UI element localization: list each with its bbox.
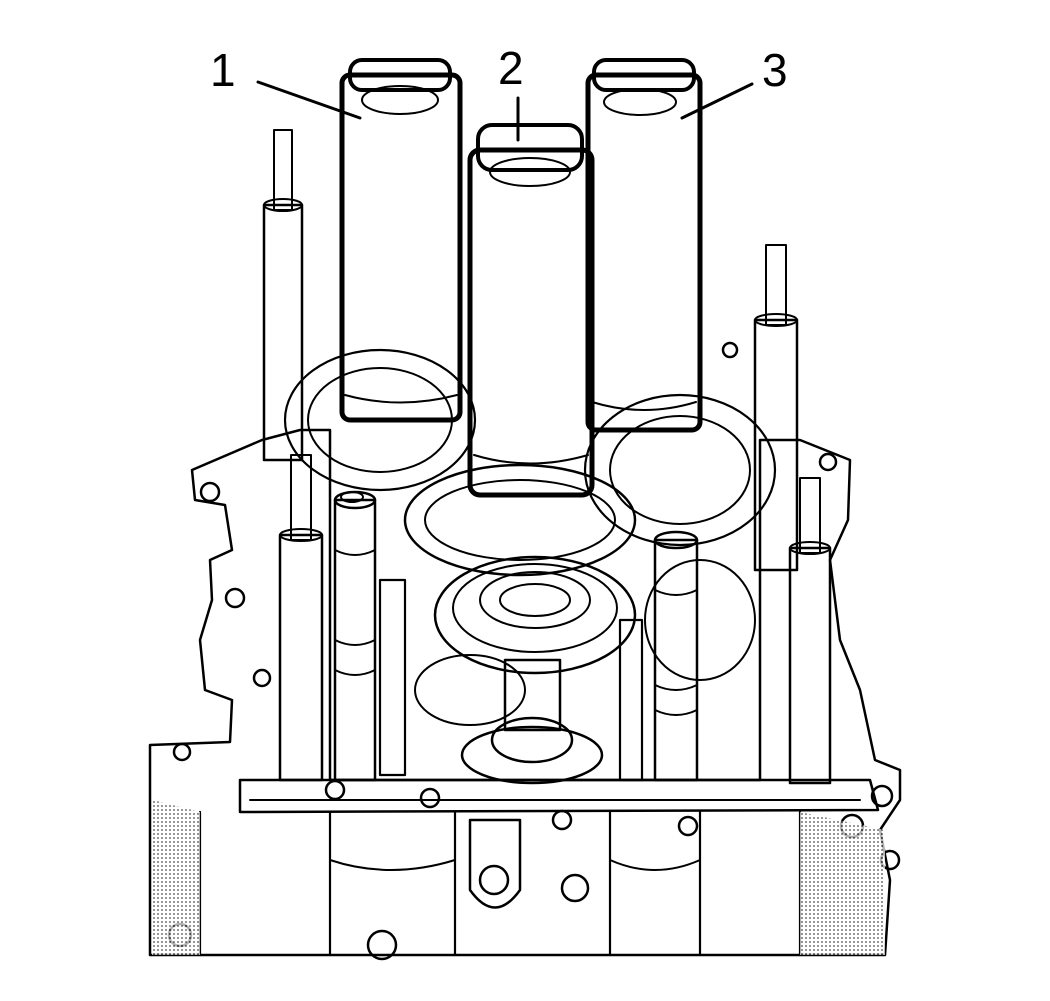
callout-3: 3 [680,44,788,120]
sleeve-tool-2 [467,123,595,498]
guide-stud-left-short [278,454,324,782]
callout-1: 1 [210,44,362,120]
callout-label-2: 2 [498,42,524,94]
guide-stud-right-short [788,477,832,785]
callout-2: 2 [498,42,524,142]
guide-stud-right-tall [753,244,799,572]
shift-rail-right [618,530,699,782]
callout-label-1: 1 [210,44,236,96]
guide-stud-left-tall [262,129,304,462]
shift-rail-left [333,490,407,782]
callout-label-3: 3 [762,44,788,96]
sleeve-tool-3 [585,58,703,433]
sleeve-tool-1 [339,58,463,423]
transmission-case [148,341,902,961]
rear-gear-cluster [283,348,777,785]
